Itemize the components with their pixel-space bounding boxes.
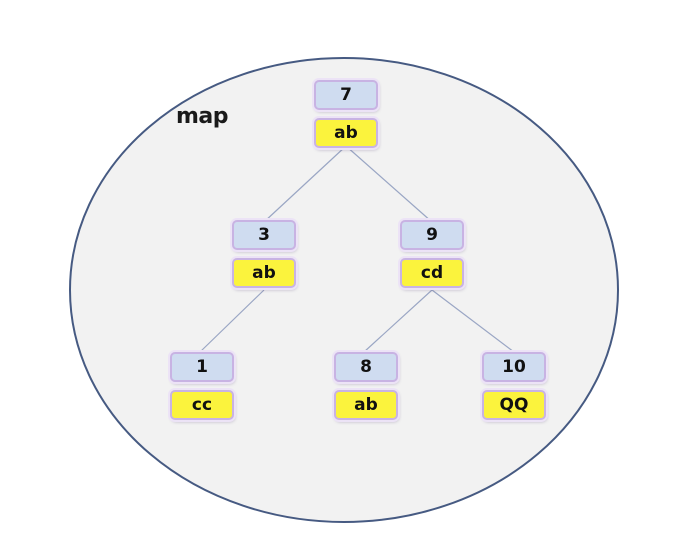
node-key: 8 bbox=[334, 352, 398, 382]
map-label: map bbox=[176, 104, 229, 129]
edge-9-10 bbox=[431, 289, 515, 353]
tree-node-3: 3 ab bbox=[232, 220, 296, 288]
node-key: 7 bbox=[314, 80, 378, 110]
edge-3-1 bbox=[199, 289, 265, 353]
node-key: 9 bbox=[400, 220, 464, 250]
node-value: cd bbox=[400, 258, 464, 288]
edge-7-9 bbox=[345, 145, 433, 223]
node-key: 3 bbox=[232, 220, 296, 250]
tree-node-7: 7 ab bbox=[314, 80, 378, 148]
edge-9-8 bbox=[363, 289, 433, 353]
tree-node-9: 9 cd bbox=[400, 220, 464, 288]
tree-node-8: 8 ab bbox=[334, 352, 398, 420]
node-key: 10 bbox=[482, 352, 546, 382]
node-value: ab bbox=[334, 390, 398, 420]
edge-7-3 bbox=[263, 145, 347, 223]
node-value: ab bbox=[314, 118, 378, 148]
node-value: QQ bbox=[482, 390, 546, 420]
node-key: 1 bbox=[170, 352, 234, 382]
tree-node-10: 10 QQ bbox=[482, 352, 546, 420]
node-value: cc bbox=[170, 390, 234, 420]
tree-node-1: 1 cc bbox=[170, 352, 234, 420]
node-value: ab bbox=[232, 258, 296, 288]
